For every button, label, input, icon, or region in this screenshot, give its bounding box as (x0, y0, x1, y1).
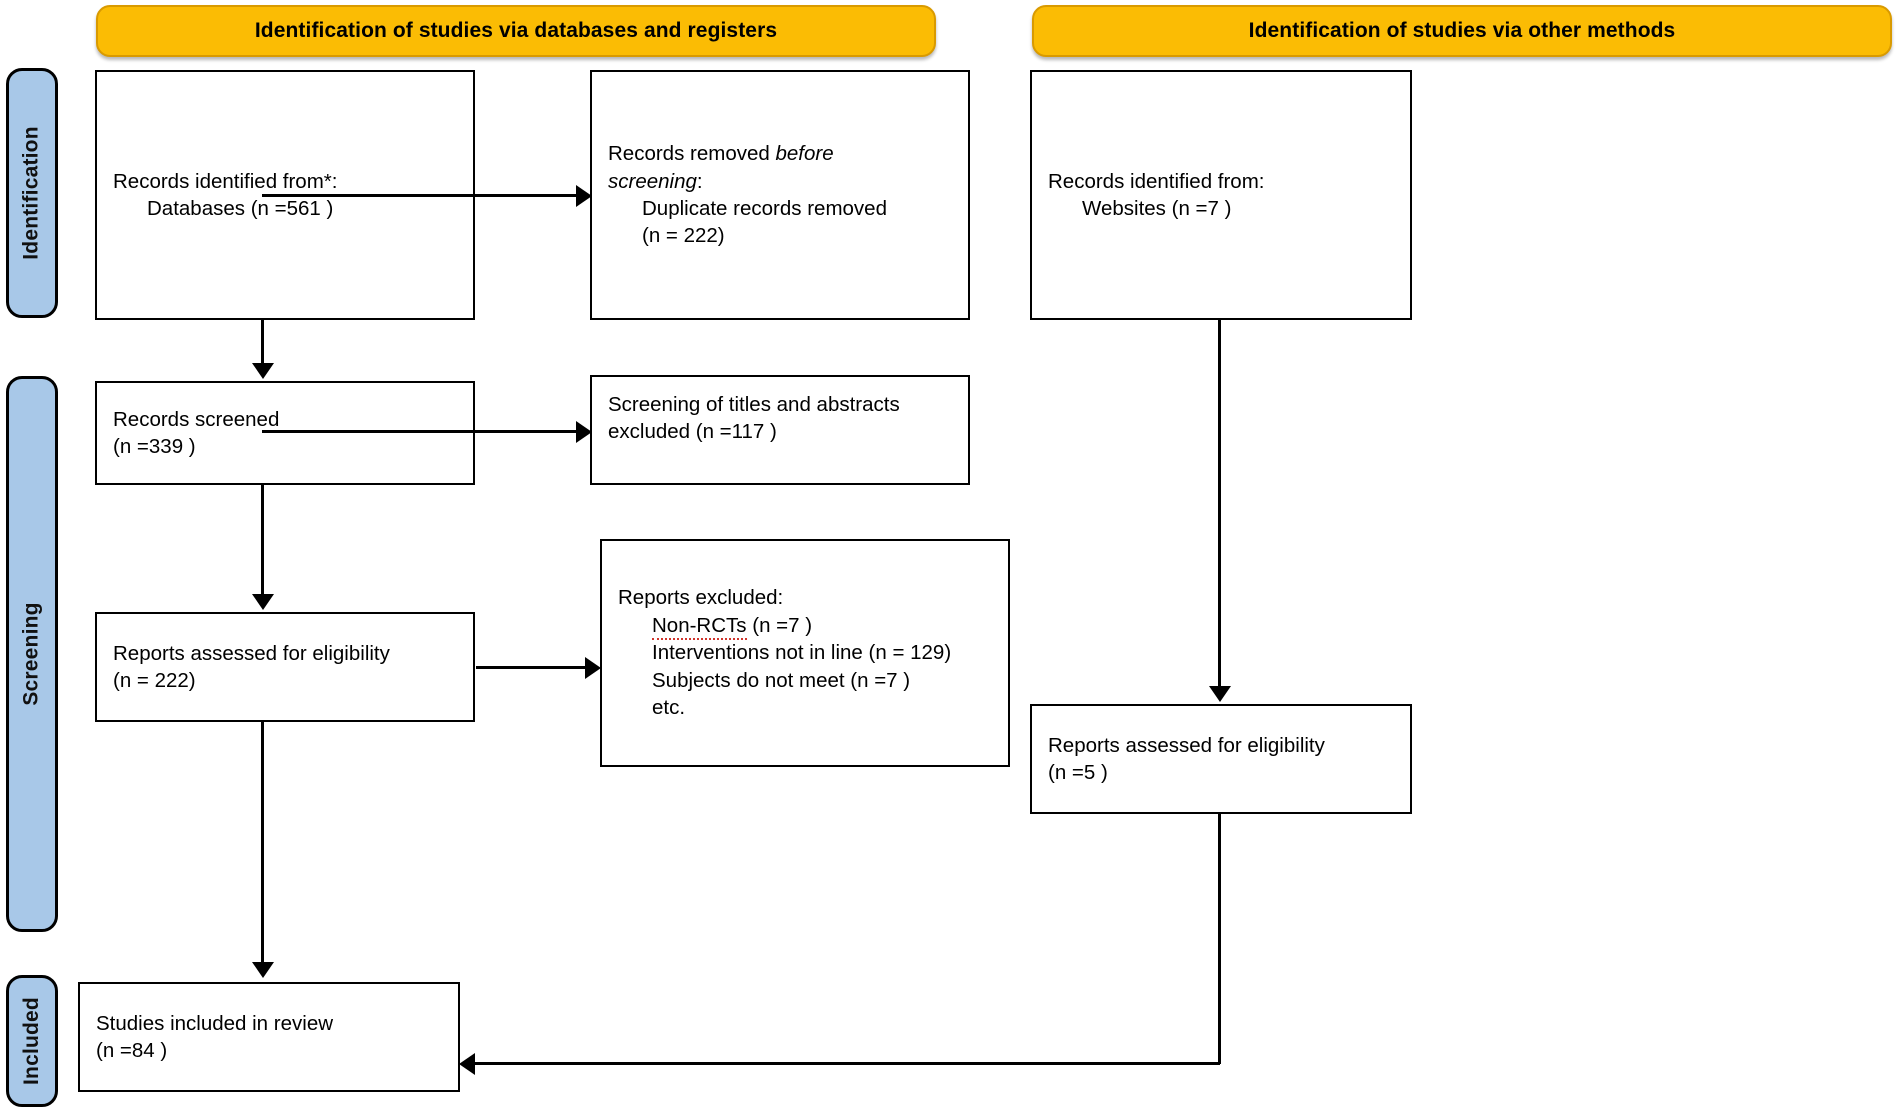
node-line: (n =84 ) (96, 1039, 168, 1062)
arrowhead-identified-to-removed (576, 185, 592, 207)
node-records-removed-before-screening: Records removed before screening: Duplic… (590, 70, 970, 320)
excluded-count: (n =7 ) (746, 613, 813, 637)
node-line: Websites (n =7 ) (1082, 197, 1232, 220)
node-line: (n = 222) (642, 224, 725, 248)
node-records-screened: Records screened (n =339 ) (95, 381, 475, 485)
arrowhead-screened-to-assessed (252, 594, 274, 610)
node-line: Databases (n =561 ) (147, 197, 334, 220)
arrowhead-assessed-to-excluded (585, 657, 601, 679)
connector-assessed-to-included (261, 722, 264, 964)
node-line: Reports assessed for eligibility (1048, 733, 1325, 757)
node-line: Records removed before (608, 140, 952, 167)
node-line: (n =5 ) (1048, 761, 1108, 784)
node-reports-excluded: Reports excluded: Non-RCTs (n =7 ) Inter… (600, 539, 1010, 767)
node-line: Subjects do not meet (n =7 ) (652, 668, 911, 692)
node-line: Reports excluded: (618, 586, 784, 610)
arrowhead-screened-to-excluded (576, 421, 592, 443)
arrowhead-identified-to-screened (252, 363, 274, 379)
node-line: Duplicate records removed (642, 197, 887, 220)
node-reports-assessed-databases: Reports assessed for eligibility (n = 22… (95, 612, 475, 722)
banner-identification-databases: Identification of studies via databases … (96, 5, 936, 57)
node-line: Studies included in review (96, 1011, 334, 1035)
node-line: (n =339 ) (113, 435, 196, 458)
connector-screened-to-excluded (262, 430, 578, 433)
screening-colon: : (696, 169, 703, 193)
node-line: Records identified from*: (113, 169, 338, 193)
rail-included: Included (6, 975, 58, 1107)
connector-assessed-other-to-included-horizontal (474, 1062, 1220, 1065)
banner-databases-label: Identification of studies via databases … (254, 19, 778, 42)
connector-identified-to-screened (261, 320, 264, 365)
node-studies-included: Studies included in review (n =84 ) (78, 982, 460, 1092)
node-line: (n = 222) (113, 669, 196, 692)
arrowhead-assessed-to-included (252, 962, 274, 978)
node-line: Screening of titles and abstracts (608, 393, 900, 416)
rail-identification: Identification (6, 68, 58, 318)
node-line: Reports assessed for eligibility (113, 641, 390, 665)
banner-identification-other: Identification of studies via other meth… (1032, 5, 1892, 57)
arrowhead-assessed-other-to-included (459, 1053, 475, 1075)
node-line: excluded (n =117 ) (608, 420, 777, 444)
banner-other-label: Identification of studies via other meth… (1248, 19, 1676, 42)
connector-assessed-other-to-included-vertical (1218, 814, 1221, 1064)
connector-screened-to-assessed (261, 485, 264, 596)
node-screening-titles-abstracts-excluded: Screening of titles and abstracts exclud… (590, 375, 970, 485)
node-records-identified-other: Records identified from: Websites (n =7 … (1030, 70, 1412, 320)
connector-websites-to-assessed-other (1218, 320, 1221, 687)
rail-screening-label: Screening (20, 602, 43, 706)
node-reports-assessed-other: Reports assessed for eligibility (n =5 ) (1030, 704, 1412, 814)
spellcheck-flagged-term: Non-RCTs (652, 613, 747, 640)
node-line: Interventions not in line (n = 129) (652, 641, 952, 665)
connector-identified-to-removed (262, 194, 578, 197)
node-line: Records identified from: (1048, 169, 1265, 193)
arrowhead-websites-to-assessed-other (1209, 686, 1231, 702)
records-removed-emphasis: before (775, 142, 834, 166)
node-line: screening: (608, 168, 952, 195)
records-removed-text: Records removed (608, 142, 776, 166)
screening-emphasis: screening (608, 169, 697, 193)
node-line: etc. (652, 696, 686, 720)
connector-assessed-to-excluded (476, 666, 588, 669)
rail-screening: Screening (6, 376, 58, 932)
rail-identification-label: Identification (20, 126, 43, 260)
node-line: Non-RCTs (n =7 ) (618, 612, 992, 640)
rail-included-label: Included (20, 997, 44, 1085)
node-line: Records screened (113, 407, 280, 431)
